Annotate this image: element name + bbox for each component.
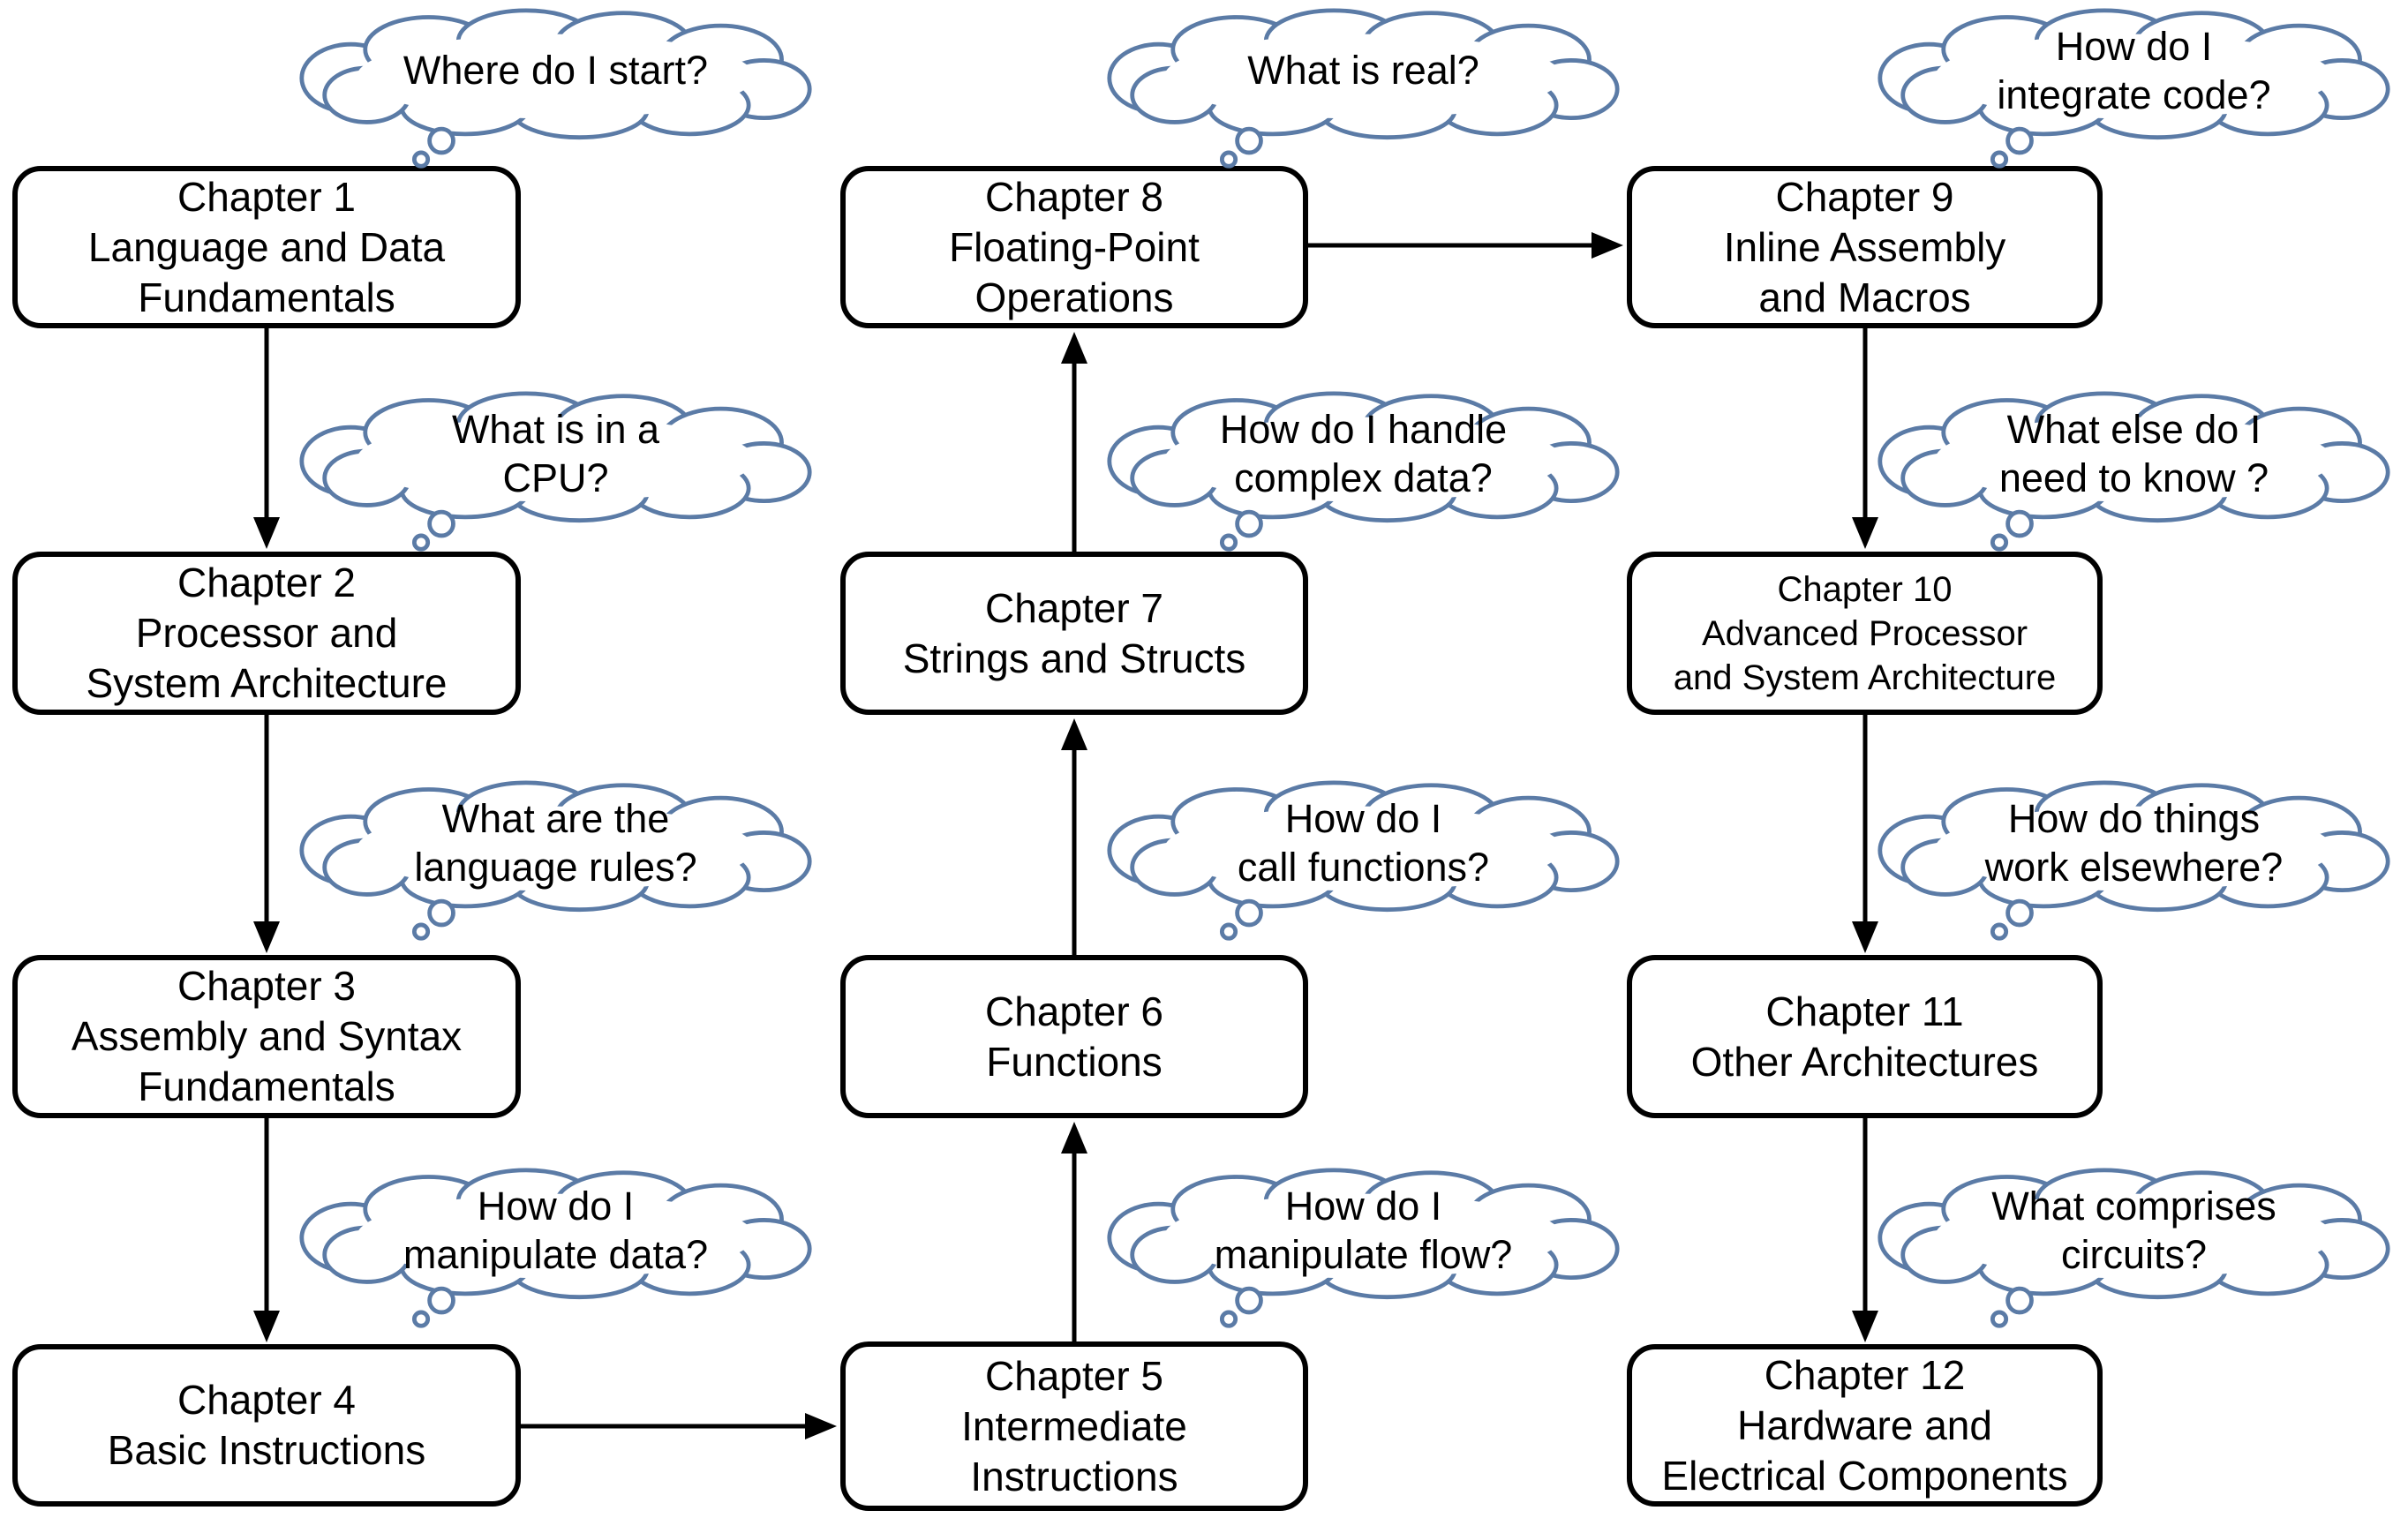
cloud-question-line: call functions? <box>1237 844 1490 890</box>
cloud-question-line: What comprises <box>1991 1183 2276 1229</box>
cloud-question-line: manipulate data? <box>403 1231 709 1277</box>
chapter-number: Chapter 5 <box>984 1352 1163 1399</box>
chapter-title-line: Assembly and Syntax <box>71 1013 463 1059</box>
cloud-question-line: How do I <box>1284 795 1442 841</box>
thought-cloud-ch6: How do I call functions? <box>1092 779 1635 944</box>
chapter-box-5: Chapter 5 Intermediate Instructions <box>840 1341 1308 1511</box>
chapter-title-line: and System Architecture <box>1673 658 2057 697</box>
chapter-number: Chapter 11 <box>1765 988 1964 1034</box>
thought-cloud-ch4: How do I manipulate data? <box>284 1167 827 1332</box>
cloud-question-line: What are the <box>441 795 670 841</box>
cloud-question-line: What is in a <box>451 406 660 452</box>
thought-cloud-ch8: What is real? <box>1092 7 1635 172</box>
chapter-number: Chapter 6 <box>984 988 1163 1034</box>
cloud-question-line: integrate code? <box>1997 71 2271 117</box>
chapter-number: Chapter 10 <box>1777 569 1953 609</box>
chapter-title-line: Fundamentals <box>138 1063 395 1109</box>
chapter-title-line: Functions <box>986 1038 1163 1085</box>
cloud-question-line: complex data? <box>1234 455 1493 500</box>
chapter-title-line: Strings and Structs <box>902 635 1246 681</box>
chapter-title-line: Operations <box>974 274 1174 320</box>
cloud-question-line: Where do I start? <box>403 48 709 93</box>
cloud-question-line: need to know ? <box>1998 455 2269 500</box>
thought-cloud-ch11: How do things work elsewhere? <box>1862 779 2405 944</box>
chapter-box-1: Chapter 1 Language and Data Fundamentals <box>12 166 521 328</box>
thought-cloud-ch2: What is in a CPU? <box>284 390 827 555</box>
chapter-number: Chapter 12 <box>1764 1351 1966 1398</box>
chapter-title-line: Intermediate <box>961 1402 1187 1449</box>
chapter-box-9: Chapter 9 Inline Assembly and Macros <box>1627 166 2103 328</box>
chapter-title-line: Processor and <box>135 610 398 656</box>
chapter-title-line: Language and Data <box>87 223 446 270</box>
chapter-number: Chapter 9 <box>1775 173 1954 220</box>
cloud-question: Where do I start? <box>324 9 787 132</box>
chapter-number: Chapter 2 <box>177 560 356 605</box>
chapter-box-4: Chapter 4 Basic Instructions <box>12 1344 521 1507</box>
chapter-box-2: Chapter 2 Processor and System Architect… <box>12 552 521 715</box>
cloud-question-line: manipulate flow? <box>1214 1231 1513 1277</box>
cloud-question-line: How do I <box>1284 1183 1442 1229</box>
cloud-question: What is real? <box>1132 9 1595 132</box>
cloud-question: How do I manipulate data? <box>324 1169 787 1291</box>
chapter-title-line: Hardware and <box>1737 1402 1992 1448</box>
cloud-question-line: work elsewhere? <box>1984 844 2284 890</box>
thought-cloud-ch3: What are the language rules? <box>284 779 827 944</box>
cloud-question-line: What is real? <box>1247 48 1479 93</box>
chapter-box-11: Chapter 11 Other Architectures <box>1627 955 2103 1118</box>
cloud-question-line: How do I <box>477 1183 635 1229</box>
cloud-question-line: CPU? <box>502 455 609 500</box>
cloud-question-line: How do I handle <box>1219 406 1508 452</box>
cloud-question: What else do I need to know ? <box>1902 392 2366 515</box>
chapter-box-3: Chapter 3 Assembly and Syntax Fundamenta… <box>12 955 521 1118</box>
chapter-title-line: Fundamentals <box>138 274 395 320</box>
chapter-box-6: Chapter 6 Functions <box>840 955 1308 1118</box>
chapter-title-line: Electrical Components <box>1661 1452 2068 1499</box>
chapter-title-line: Floating-Point <box>949 223 1200 270</box>
chapter-number: Chapter 3 <box>177 963 356 1009</box>
chapter-box-10: Chapter 10 Advanced Processor and System… <box>1627 552 2103 715</box>
chapter-title-line: Inline Assembly <box>1723 223 2006 270</box>
chapter-box-7: Chapter 7 Strings and Structs <box>840 552 1308 715</box>
chapter-number: Chapter 7 <box>984 584 1163 631</box>
chapter-box-12: Chapter 12 Hardware and Electrical Compo… <box>1627 1344 2103 1507</box>
chapter-number: Chapter 8 <box>984 173 1163 220</box>
cloud-question: What are the language rules? <box>324 781 787 904</box>
thought-cloud-ch12: What comprises circuits? <box>1862 1167 2405 1332</box>
cloud-question: How do I call functions? <box>1132 781 1595 904</box>
chapter-title-line: System Architecture <box>86 660 448 706</box>
thought-cloud-ch1: Where do I start? <box>284 7 827 172</box>
cloud-question-line: circuits? <box>2060 1231 2208 1277</box>
cloud-question: How do I integrate code? <box>1902 9 2366 132</box>
cloud-question-line: How do things <box>2007 795 2261 841</box>
cloud-question: What comprises circuits? <box>1902 1169 2366 1291</box>
chapter-number: Chapter 1 <box>177 173 356 220</box>
chapter-title-line: Instructions <box>970 1453 1178 1499</box>
chapter-box-8: Chapter 8 Floating-Point Operations <box>840 166 1308 328</box>
cloud-question: How do I handle complex data? <box>1132 392 1595 515</box>
chapter-title-line: and Macros <box>1758 274 1971 320</box>
chapter-title-line: Basic Instructions <box>107 1427 426 1473</box>
cloud-question: How do I manipulate flow? <box>1132 1169 1595 1291</box>
cloud-question: How do things work elsewhere? <box>1902 781 2366 904</box>
chapter-title-line: Advanced Processor <box>1701 613 2028 653</box>
chapter-title-line: Other Architectures <box>1690 1038 2039 1085</box>
cloud-question-line: How do I <box>2055 23 2213 69</box>
thought-cloud-ch10: What else do I need to know ? <box>1862 390 2405 555</box>
cloud-question-line: language rules? <box>414 844 697 890</box>
chapter-number: Chapter 4 <box>177 1377 356 1423</box>
thought-cloud-ch7: How do I handle complex data? <box>1092 390 1635 555</box>
thought-cloud-ch5: How do I manipulate flow? <box>1092 1167 1635 1332</box>
cloud-question: What is in a CPU? <box>324 392 787 515</box>
cloud-question-line: What else do I <box>2006 406 2261 452</box>
thought-cloud-ch9: How do I integrate code? <box>1862 7 2405 172</box>
